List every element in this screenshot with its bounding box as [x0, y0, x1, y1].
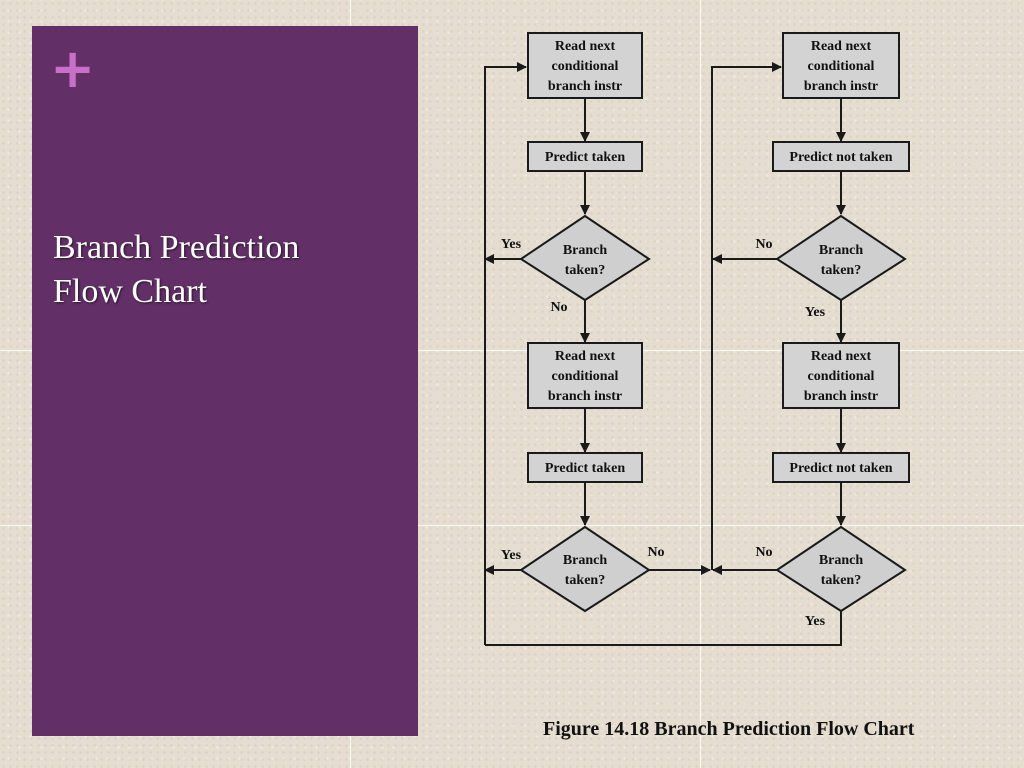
svg-text:Branch: Branch — [563, 553, 608, 568]
svg-text:Branch: Branch — [819, 243, 864, 258]
svg-text:Branch: Branch — [563, 243, 608, 258]
svg-text:Branch: Branch — [819, 553, 864, 568]
no-label: No — [550, 300, 567, 315]
svg-text:Read next: Read next — [811, 349, 872, 364]
plus-icon: + — [50, 37, 96, 100]
right-predict-box-2: Predict not taken — [772, 452, 910, 483]
svg-text:Predict not taken: Predict not taken — [789, 461, 892, 476]
right-predict-box-1: Predict not taken — [772, 141, 910, 172]
left-decision-2: Branch taken? — [519, 525, 651, 613]
svg-text:branch instr: branch instr — [548, 389, 622, 404]
svg-text:branch instr: branch instr — [548, 79, 622, 94]
svg-text:branch instr: branch instr — [804, 79, 878, 94]
slide-title: Branch Prediction Flow Chart — [53, 226, 403, 314]
slide-title-line: Flow Chart — [53, 273, 207, 310]
svg-text:conditional: conditional — [552, 369, 619, 384]
left-read-box-1: Read next conditional branch instr — [527, 32, 643, 99]
figure-caption: Figure 14.18 Branch Prediction Flow Char… — [543, 718, 915, 740]
yes-label: Yes — [805, 614, 826, 629]
yes-label: Yes — [501, 548, 522, 563]
svg-text:conditional: conditional — [808, 59, 875, 74]
right-read-box-2: Read next conditional branch instr — [782, 342, 900, 409]
yes-label: Yes — [805, 305, 826, 320]
loop-arrow — [711, 62, 782, 570]
svg-text:conditional: conditional — [808, 369, 875, 384]
gridline — [700, 0, 701, 768]
no-label: No — [755, 545, 772, 560]
left-predict-box-2: Predict taken — [527, 452, 643, 483]
svg-text:taken?: taken? — [565, 263, 605, 278]
svg-text:Read next: Read next — [555, 349, 616, 364]
slide-title-line: Branch Prediction — [53, 229, 300, 266]
right-decision-2: Branch taken? — [775, 525, 907, 613]
loop-arrow — [484, 62, 527, 645]
no-label: No — [755, 237, 772, 252]
right-read-box-1: Read next conditional branch instr — [782, 32, 900, 99]
svg-text:taken?: taken? — [821, 263, 861, 278]
yes-label: Yes — [501, 237, 522, 252]
svg-text:taken?: taken? — [565, 573, 605, 588]
svg-text:conditional: conditional — [552, 59, 619, 74]
left-decision-1: Branch taken? — [519, 214, 651, 302]
left-read-box-2: Read next conditional branch instr — [527, 342, 643, 409]
svg-text:branch instr: branch instr — [804, 389, 878, 404]
left-predict-box-1: Predict taken — [527, 141, 643, 172]
svg-text:taken?: taken? — [821, 573, 861, 588]
gridline — [0, 350, 1024, 351]
svg-text:Predict not taken: Predict not taken — [789, 150, 892, 165]
right-decision-1: Branch taken? — [775, 214, 907, 302]
svg-text:Read next: Read next — [555, 39, 616, 54]
svg-text:Predict taken: Predict taken — [545, 150, 625, 165]
loop-line — [485, 611, 842, 646]
title-panel: + Branch Prediction Flow Chart — [32, 26, 418, 736]
svg-text:Read next: Read next — [811, 39, 872, 54]
no-label: No — [647, 545, 664, 560]
gridline — [0, 525, 1024, 526]
svg-text:Predict taken: Predict taken — [545, 461, 625, 476]
